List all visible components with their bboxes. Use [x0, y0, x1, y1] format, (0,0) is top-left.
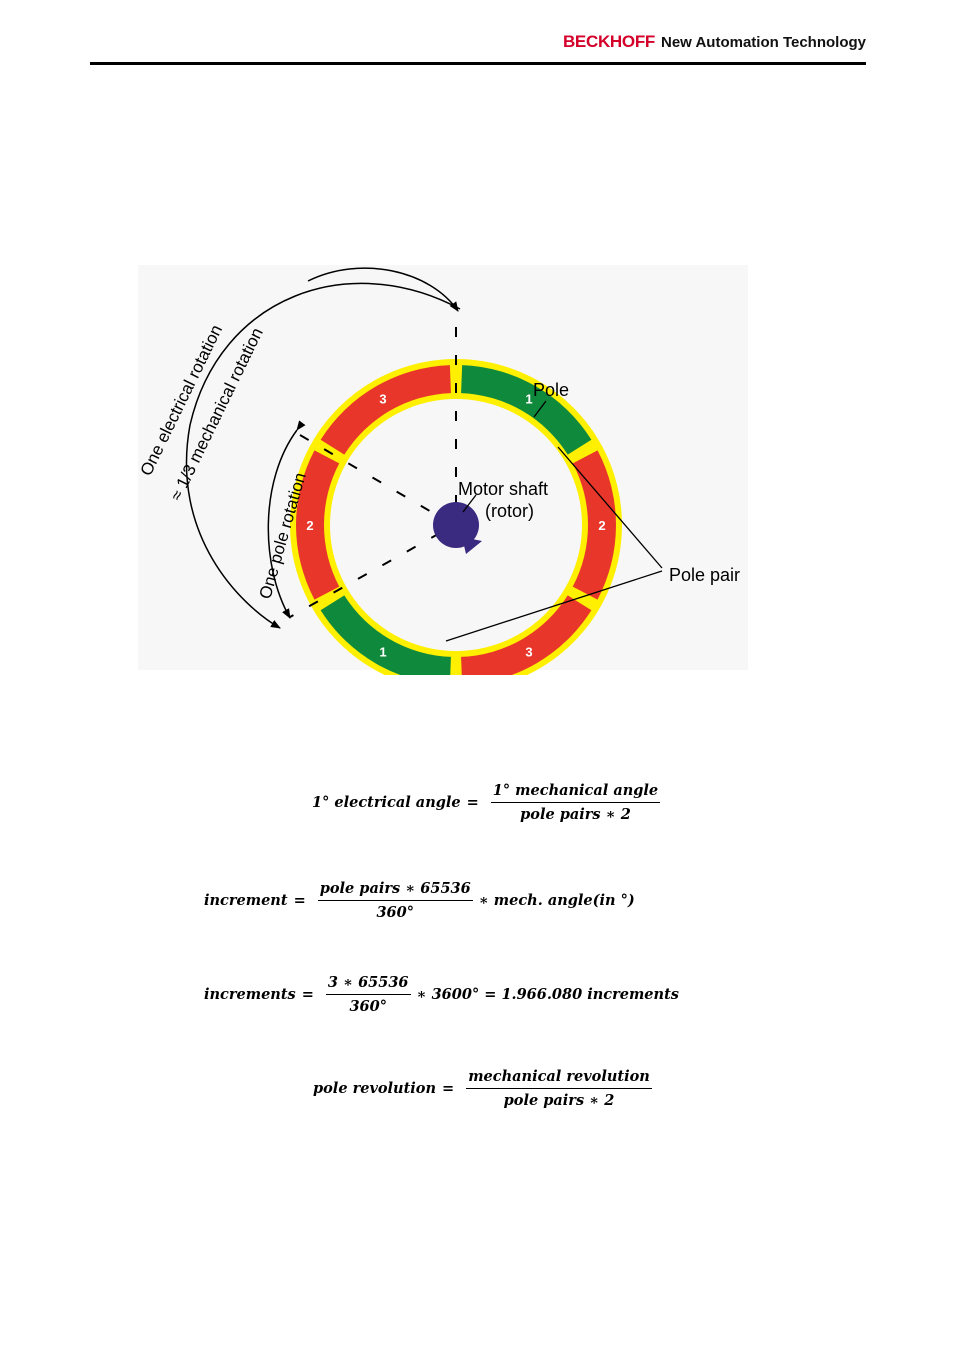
rotor-pointer: [462, 494, 477, 513]
formula-2-denominator: 360°: [376, 904, 414, 921]
brand-name: BECKHOFF: [562, 32, 655, 51]
electrical-rotation-arc-head: [307, 267, 459, 312]
label-pole: Pole: [533, 380, 569, 400]
segment-number-label: 1: [525, 392, 532, 407]
formula-4-equals: =: [442, 1080, 455, 1097]
formula-4-denominator: pole pairs ∗ 2: [503, 1092, 615, 1109]
formula-4-fraction: mechanical revolution pole pairs ∗ 2: [466, 1068, 652, 1109]
formula-increments-example: increments = 3 ∗ 65536 360° ∗ 3600° = 1.…: [204, 974, 679, 1015]
label-motor-shaft: Motor shaft: [458, 479, 548, 499]
brand-tagline: New Automation Technology: [661, 34, 866, 51]
pole-segment-1-bottom: [320, 595, 451, 675]
segment-number-label: 3: [379, 392, 386, 407]
formula-1-equals: =: [466, 794, 479, 811]
segment-number-label: 1: [379, 644, 386, 659]
segment-number-label: 2: [598, 518, 605, 533]
rotor-shaft: [433, 502, 479, 548]
pole-pair-leader-upper: [557, 446, 663, 569]
ring-segments: [296, 365, 616, 675]
formula-2-rhs: ∗ mech. angle(in °): [478, 892, 635, 909]
figure-background: [138, 265, 748, 670]
formula-3-lhs: increments: [204, 986, 296, 1003]
formula-3-fraction: 3 ∗ 65536 360°: [325, 974, 411, 1015]
formula-pole-revolution: pole revolution = mechanical revolution …: [313, 1068, 658, 1109]
formula-1-lhs: 1° electrical angle: [312, 794, 461, 811]
formula-2-equals: =: [293, 892, 306, 909]
label-rotor: (rotor): [485, 501, 534, 521]
pole-rotation-arc: [267, 420, 306, 619]
formula-2-numerator: pole pairs ∗ 65536: [317, 880, 473, 901]
formula-4-lhs: pole revolution: [313, 1080, 437, 1097]
segment-number-label: 3: [525, 644, 532, 659]
pole-segment-2-right: [572, 450, 616, 600]
pole-segment-2-left: [296, 450, 340, 600]
label-pole-pair: Pole pair: [669, 565, 740, 585]
pole-segment-3-top: [320, 365, 451, 455]
formula-electrical-angle: 1° electrical angle = 1° mechanical angl…: [312, 782, 666, 823]
formula-2-fraction: pole pairs ∗ 65536 360°: [317, 880, 473, 921]
dashed-line-lower-left: [289, 532, 441, 618]
pole-pair-leader-lower: [445, 570, 663, 642]
electrical-rotation-arc: [185, 282, 461, 629]
formula-3-numerator: 3 ∗ 65536: [325, 974, 411, 995]
formula-3-rhs: ∗ 3600° = 1.966.080 increments: [416, 986, 679, 1003]
segment-number-label: 2: [306, 518, 313, 533]
formula-1-numerator: 1° mechanical angle: [490, 782, 661, 803]
page-header: BECKHOFF New Automation Technology: [90, 28, 866, 64]
formula-3-equals: =: [301, 986, 314, 1003]
pole-segment-3-bottom: [461, 595, 592, 675]
formula-1-fraction: 1° mechanical angle pole pairs ∗ 2: [490, 782, 661, 823]
header-rule: [90, 62, 866, 65]
rotor-key: [462, 537, 482, 554]
formula-4-numerator: mechanical revolution: [466, 1068, 652, 1089]
pole-segment-1-right: [461, 365, 592, 455]
pole-pointer: [533, 400, 547, 418]
formula-increment: increment = pole pairs ∗ 65536 360° ∗ me…: [204, 880, 635, 921]
formula-3-denominator: 360°: [349, 998, 387, 1015]
segment-labels: 1 2 3 1 2 3: [306, 392, 605, 660]
formula-1-denominator: pole pairs ∗ 2: [520, 806, 631, 823]
formula-2-lhs: increment: [204, 892, 288, 909]
brand-logo: BECKHOFF New Automation Technology: [563, 32, 866, 52]
